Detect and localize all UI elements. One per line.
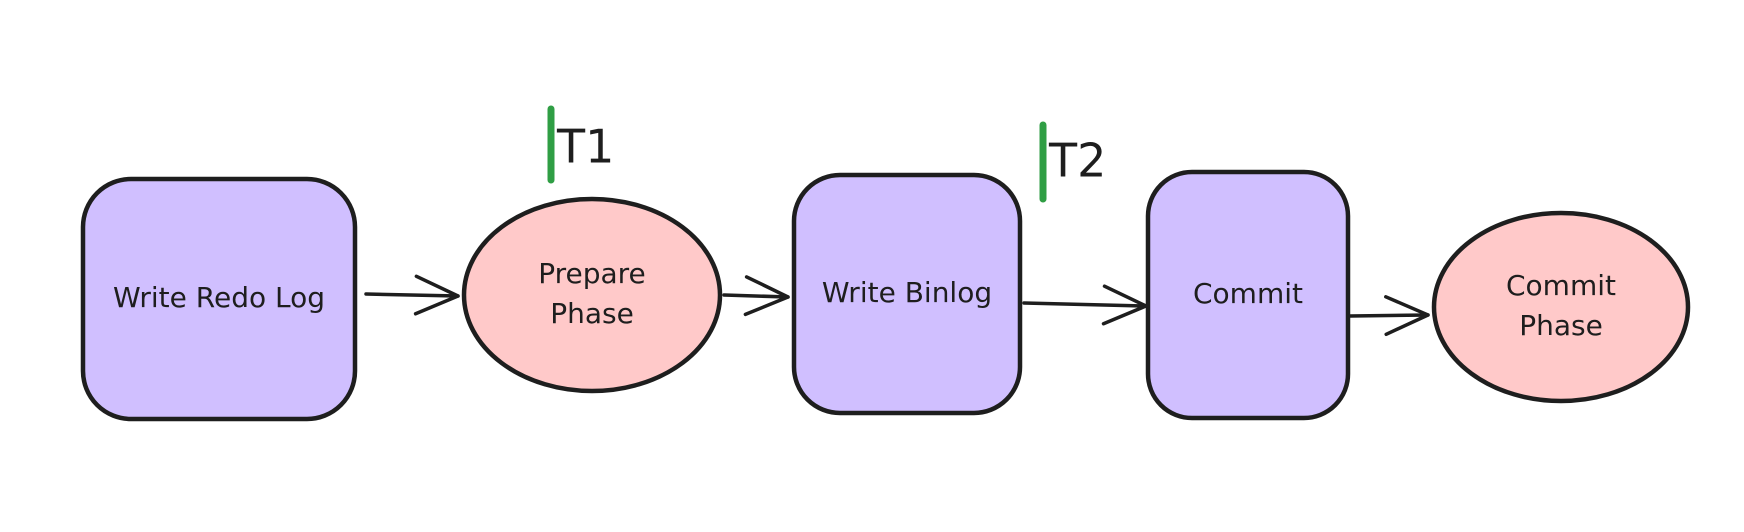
rounded-rect-shape (1145, 169, 1351, 421)
ellipse-shape (461, 196, 723, 394)
node-label: Prepare (538, 257, 646, 290)
marker-t1: T1 (547, 105, 614, 184)
edge-line (722, 293, 790, 299)
marker-label: T1 (556, 120, 614, 174)
rounded-rect-shape (80, 176, 358, 422)
edge-write-redo-log-to-prepare-phase (364, 274, 460, 316)
node-label: Write Redo Log (113, 281, 325, 314)
rounded-rect-shape (791, 172, 1023, 416)
edge-line (364, 292, 460, 298)
edge-write-binlog-to-commit (1022, 284, 1148, 326)
node-label: Commit (1506, 269, 1616, 302)
node-label: Commit (1193, 277, 1303, 310)
arrowhead (413, 274, 460, 316)
node-write-binlog[interactable]: Write Binlog (791, 172, 1023, 416)
marker-label: T2 (1048, 134, 1106, 188)
markers-layer: T1 T2 (547, 105, 1106, 203)
arrowhead (1384, 295, 1430, 337)
arrowhead (743, 275, 790, 317)
edge-prepare-phase-to-write-binlog (722, 275, 790, 317)
node-write-redo-log[interactable]: Write Redo Log (80, 176, 358, 422)
node-label: Write Binlog (822, 276, 992, 309)
edge-line (1022, 301, 1148, 308)
node-label: Phase (550, 297, 634, 330)
edge-line (1348, 313, 1430, 318)
edge-commit-to-commit-phase (1348, 295, 1430, 337)
marker-t2: T2 (1039, 121, 1106, 203)
node-commit[interactable]: Commit (1145, 169, 1351, 421)
ellipse-shape (1431, 210, 1691, 404)
node-label: Phase (1519, 309, 1603, 342)
